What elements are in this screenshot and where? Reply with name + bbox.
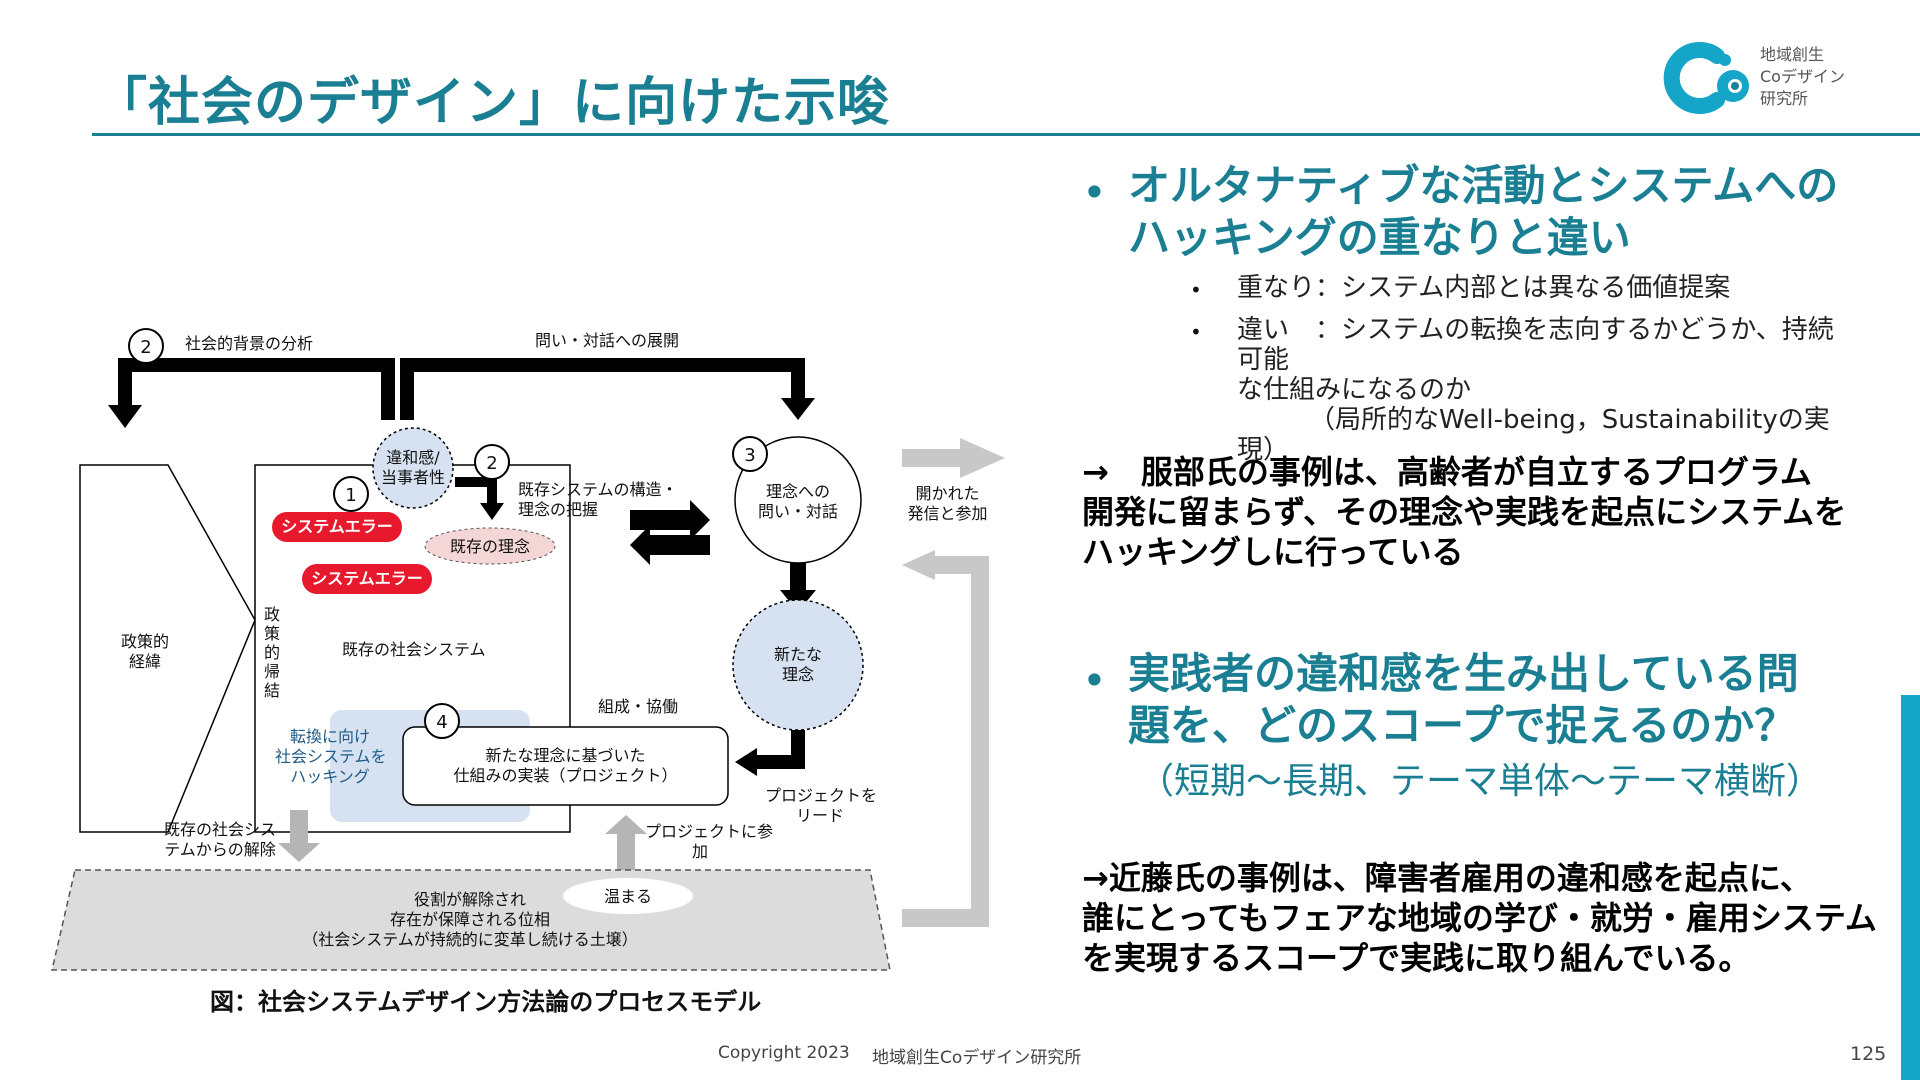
new-idea-circle bbox=[732, 599, 864, 731]
label-analysis: 社会的背景の分析 bbox=[185, 334, 314, 353]
bullet-dot: • bbox=[1190, 320, 1202, 344]
step-4: 4 bbox=[424, 703, 460, 739]
step-1: 1 bbox=[333, 476, 369, 512]
side-accent-bar bbox=[1901, 695, 1920, 1080]
label-cooperation: 組成・協働 bbox=[598, 697, 679, 716]
point-overlap: 重なり：システム内部とは異なる価値提案 bbox=[1237, 273, 1731, 303]
step-2: 2 bbox=[474, 444, 510, 480]
logo-text: 地域創生 Coデザイン 研究所 bbox=[1760, 45, 1845, 108]
bullet-dot: • bbox=[1082, 168, 1107, 217]
page-number: 125 bbox=[1850, 1043, 1887, 1065]
arrow-analysis bbox=[118, 358, 395, 420]
copyright: Copyright 2023 bbox=[718, 1043, 850, 1063]
heading-overlap: オルタナティブな活動とシステムへのハッキングの重なりと違い bbox=[1128, 161, 1839, 262]
diagram-caption: 図：社会システムデザイン方法論のプロセスモデル bbox=[210, 988, 762, 1016]
label-structure: 既存システムの構造・理念の把握 bbox=[518, 480, 678, 519]
label-hacking: 転換に向け社会システムをハッキング bbox=[275, 727, 387, 786]
bullet-dot: • bbox=[1082, 656, 1107, 705]
case-hattori: → 服部氏の事例は、高齢者が自立するプログラム開発に留まらず、その理念や実践を起… bbox=[1082, 453, 1847, 571]
label-policy-result: 政策的帰結 bbox=[263, 605, 280, 700]
label-release: 既存の社会システムからの解除 bbox=[163, 820, 276, 859]
label-discomfort: 違和感/当事者性 bbox=[380, 448, 445, 487]
logo-icon bbox=[1663, 42, 1749, 114]
label-idea-question: 理念への問い・対話 bbox=[757, 482, 838, 521]
system-error-badge: システムエラー bbox=[302, 564, 432, 594]
system-error-badge: システムエラー bbox=[272, 512, 402, 542]
label-dialogue-expand: 問い・対話への展開 bbox=[535, 331, 680, 350]
heading-scope: 実践者の違和感を生み出している問題を、どのスコープで捉えるのか？ bbox=[1128, 649, 1799, 750]
implementation-box bbox=[402, 726, 729, 806]
policy-shape bbox=[79, 464, 256, 833]
label-participate: プロジェクトに参加 bbox=[645, 822, 774, 861]
label-lead: プロジェクトをリード bbox=[765, 786, 878, 825]
process-diagram bbox=[51, 358, 1005, 971]
label-warm: 温まる bbox=[603, 887, 652, 906]
arrow-dialogue bbox=[400, 358, 805, 420]
heading-scope-sub: （短期～長期、テーマ単体～テーマ横断） bbox=[1138, 761, 1823, 802]
page-title: 「社会のデザイン」に向けた示唆 bbox=[95, 73, 891, 133]
label-policy-history: 政策的経緯 bbox=[120, 632, 169, 671]
label-existing-system: 既存の社会システム bbox=[342, 640, 486, 659]
case-kondo: →近藤氏の事例は、障害者雇用の違和感を起点に、誰にとってもフェアな地域の学び・就… bbox=[1082, 859, 1877, 977]
label-new-idea: 新たな理念 bbox=[773, 645, 822, 684]
label-existing-idea: 既存の理念 bbox=[449, 537, 530, 556]
label-ground: 役割が解除され存在が保障される位相（社会システムが持続的に変革し続ける土壌） bbox=[302, 890, 638, 949]
step-3: 3 bbox=[732, 436, 768, 472]
warm-ellipse bbox=[563, 878, 693, 914]
title-underline bbox=[92, 133, 1920, 136]
discomfort-circle bbox=[372, 427, 454, 509]
existing-idea-ellipse bbox=[424, 527, 556, 565]
label-open: 開かれた発信と参加 bbox=[907, 484, 988, 523]
point-difference: 違い ：システムの転換を志向するかどうか、持続可能 な仕組みになるのか （局所的… bbox=[1237, 315, 1834, 465]
step-2-top: 2 bbox=[128, 328, 164, 364]
bullet-dot: • bbox=[1190, 278, 1202, 302]
label-implementation: 新たな理念に基づいた仕組みの実装（プロジェクト） bbox=[453, 746, 678, 785]
footer-org: 地域創生Coデザイン研究所 bbox=[872, 1048, 1082, 1068]
